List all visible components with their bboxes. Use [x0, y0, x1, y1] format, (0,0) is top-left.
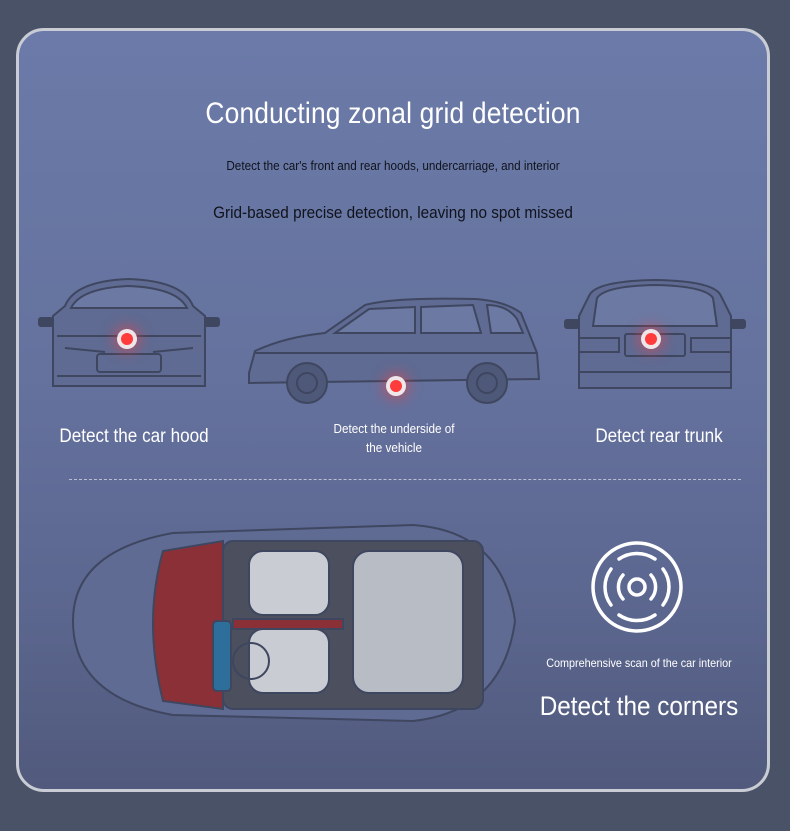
section-divider [69, 479, 741, 480]
page-tagline: Grid-based precise detection, leaving no… [213, 203, 573, 222]
underside-zone-line1: Detect the underside of [333, 421, 455, 436]
corners-label: Detect the corners [539, 691, 739, 721]
underside-zone-line2: the vehicle [366, 440, 422, 455]
rear-detection-dot [645, 333, 657, 345]
underside-zone-label: Detect the underside of the vehicle [309, 419, 480, 457]
front-detection-dot [121, 333, 133, 345]
underside-detection-dot [390, 380, 402, 392]
interior-scan-label: Comprehensive scan of the car interior [546, 656, 732, 670]
front-car-illustration [38, 277, 220, 387]
page-title: Conducting zonal grid detection [205, 97, 581, 130]
page-subtitle: Detect the car's front and rear hoods, u… [226, 158, 560, 173]
sensor-scan-icon [591, 541, 683, 633]
main-panel: Conducting zonal grid detection Detect t… [16, 28, 770, 792]
front-zone-label: Detect the car hood [59, 426, 209, 447]
interior-car-illustration [71, 523, 517, 723]
rear-zone-label: Detect rear trunk [595, 426, 723, 447]
side-car-illustration [248, 297, 541, 404]
